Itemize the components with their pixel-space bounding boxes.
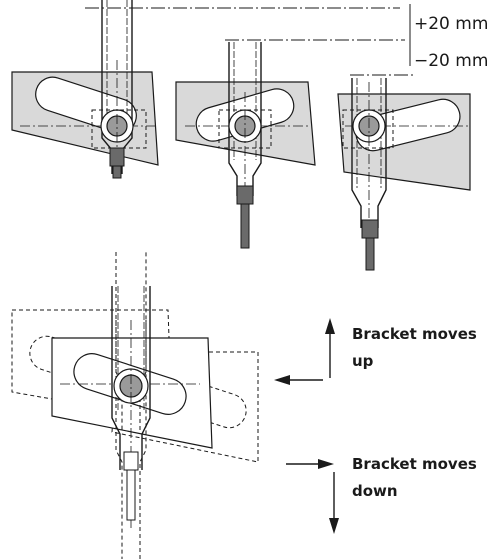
cable-boot [109, 147, 125, 167]
bracket-outline-down [111, 351, 259, 463]
assembly-combined [11, 252, 259, 559]
cable [126, 469, 136, 521]
cable-boot [123, 451, 139, 471]
arrow-down [329, 472, 339, 534]
cable [112, 165, 122, 179]
cable-boot [361, 219, 379, 239]
cable [365, 237, 375, 271]
cable-boot [236, 185, 254, 205]
arrow-up [325, 318, 335, 378]
assembly-neutral [175, 42, 316, 249]
assembly-minus-20 [337, 78, 471, 271]
caption-bracket-up-line2: up [352, 352, 374, 370]
dimension-lines [85, 7, 415, 76]
sensor-fork [111, 286, 151, 470]
dimension-plus-20mm: +20 mm [414, 14, 488, 34]
assembly-plus-20 [11, 0, 159, 179]
sensor-fork [351, 78, 387, 228]
caption-bracket-down-line1: Bracket moves [352, 455, 477, 473]
cable [240, 203, 250, 249]
bracket-slot [355, 98, 461, 152]
arrow-left [274, 375, 323, 385]
caption-bracket-up-line1: Bracket moves [352, 325, 477, 343]
caption-bracket-down-line2: down [352, 482, 398, 500]
dimension-minus-20mm: −20 mm [414, 51, 488, 71]
arrow-right [286, 459, 334, 469]
